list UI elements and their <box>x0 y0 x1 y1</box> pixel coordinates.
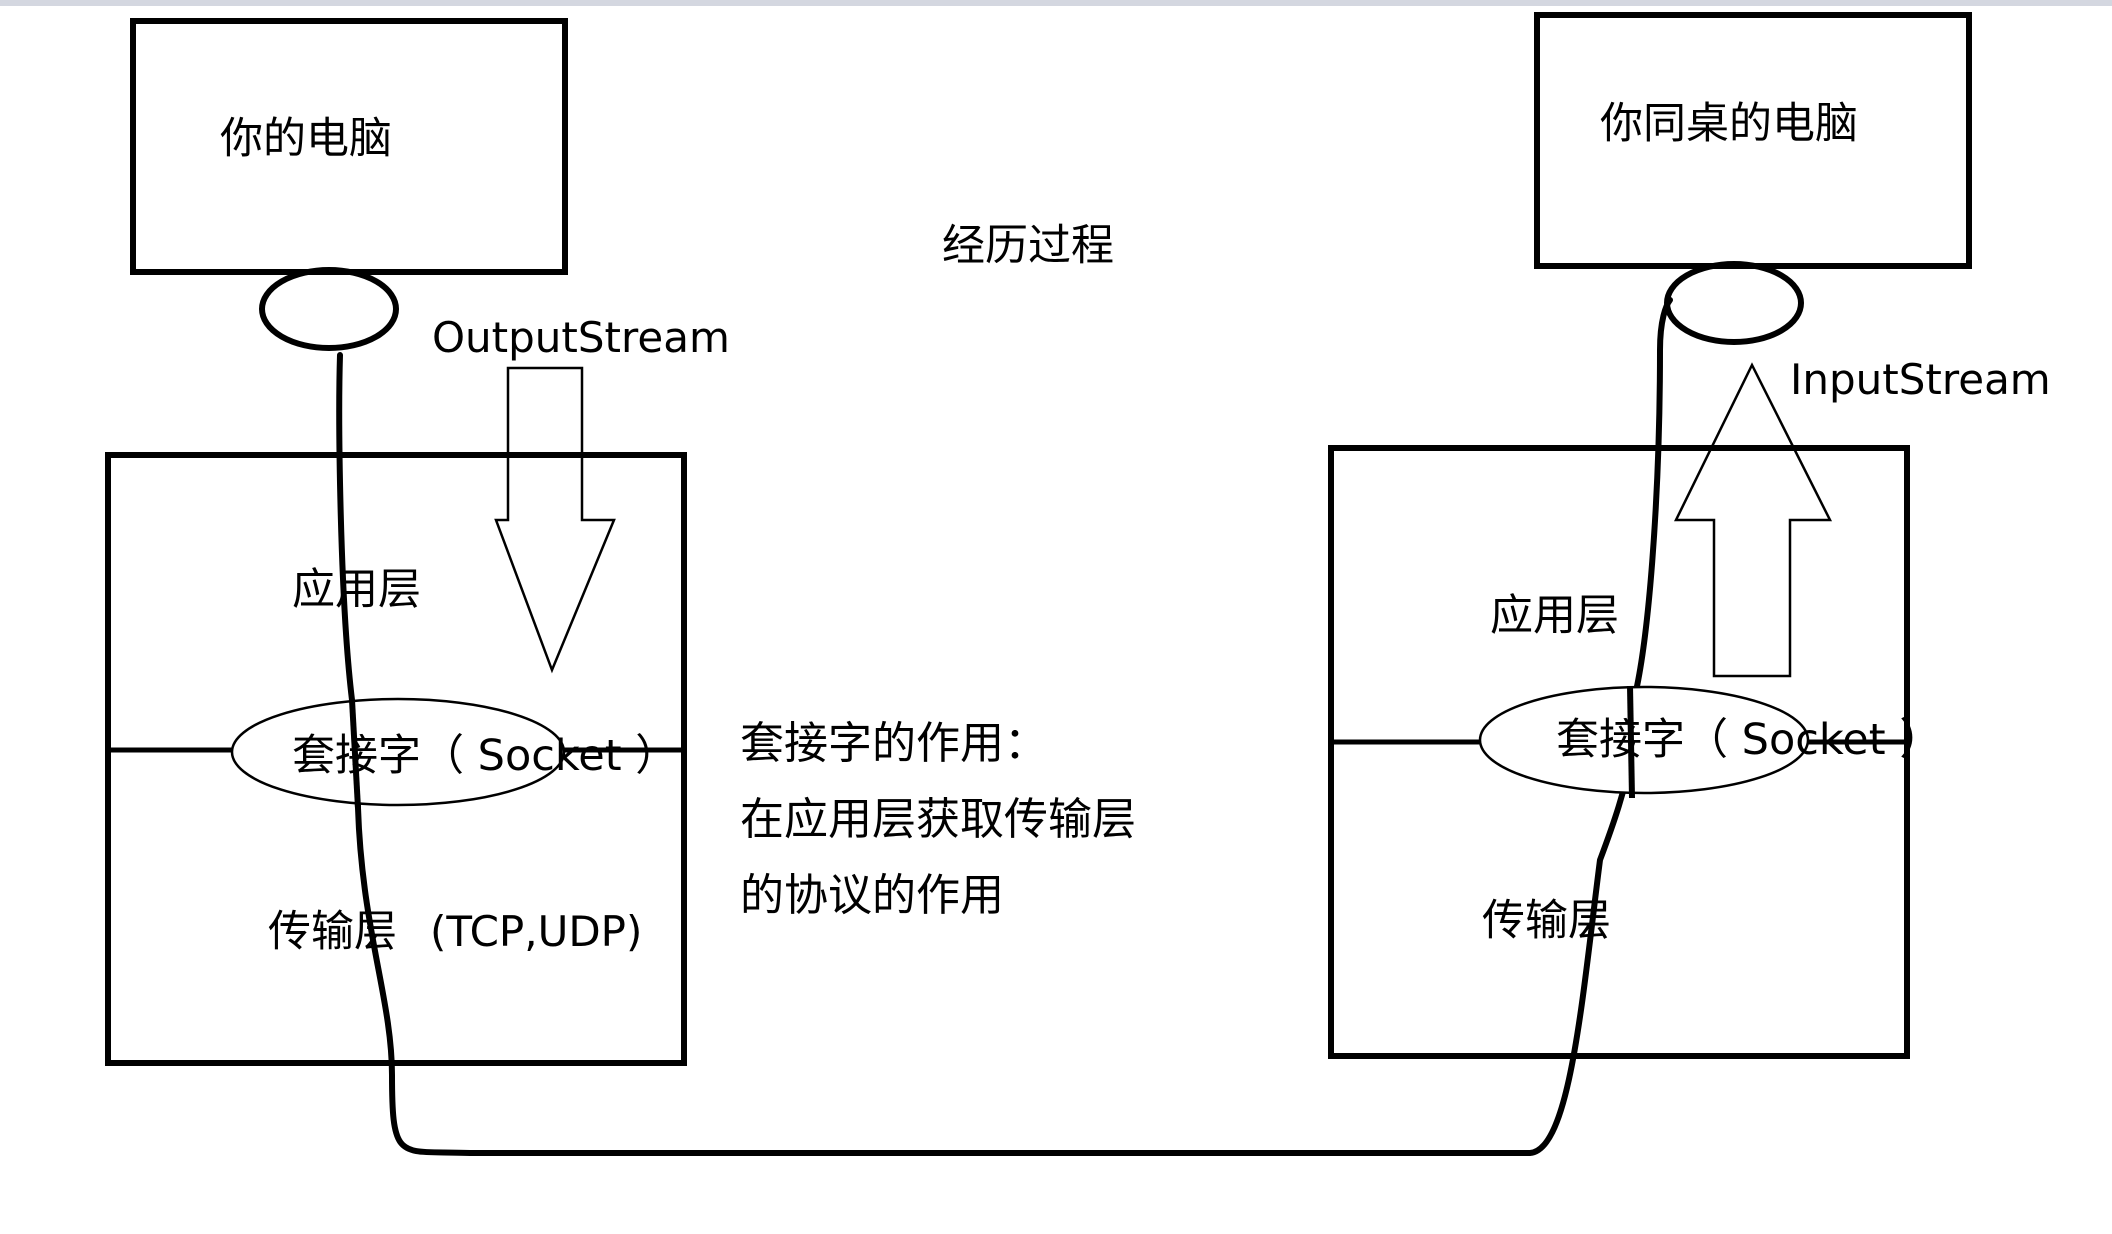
diagram-title: 经历过程 <box>942 221 1114 271</box>
right-application-layer-label: 应用层 <box>1490 591 1619 641</box>
note-line-2: 在应用层获取传输层 <box>740 794 1136 845</box>
left-protocols-label: (TCP,UDP) <box>430 907 642 956</box>
left-socket-label: 套接字（ Socket ） <box>292 731 678 781</box>
left-transport-layer-label: 传输层 <box>268 907 397 957</box>
note-line-1: 套接字的作用： <box>740 718 1048 769</box>
right-socket-ellipse <box>1478 685 1810 795</box>
right-socket-label: 套接字（ Socket ） <box>1556 715 1942 765</box>
input-stream-label: InputStream <box>1790 355 2051 404</box>
right-stack-box <box>1328 445 1910 1059</box>
left-socket-ellipse <box>230 697 566 807</box>
right-computer-port <box>1664 261 1804 345</box>
left-computer-port <box>259 267 399 351</box>
right-computer-label: 你同桌的电脑 <box>1600 99 1858 149</box>
left-wire-through-socket <box>349 699 361 809</box>
note-line-3: 的协议的作用 <box>740 870 1004 921</box>
left-stack-box <box>105 452 687 1066</box>
window-top-bar <box>0 0 2112 6</box>
right-wire-through-socket <box>1627 685 1635 799</box>
output-stream-label: OutputStream <box>432 313 730 362</box>
left-application-layer-label: 应用层 <box>292 565 421 615</box>
left-computer-label: 你的电脑 <box>220 114 392 164</box>
output-stream-arrow <box>494 366 616 674</box>
right-transport-layer-label: 传输层 <box>1482 896 1611 946</box>
input-stream-arrow <box>1673 362 1833 678</box>
